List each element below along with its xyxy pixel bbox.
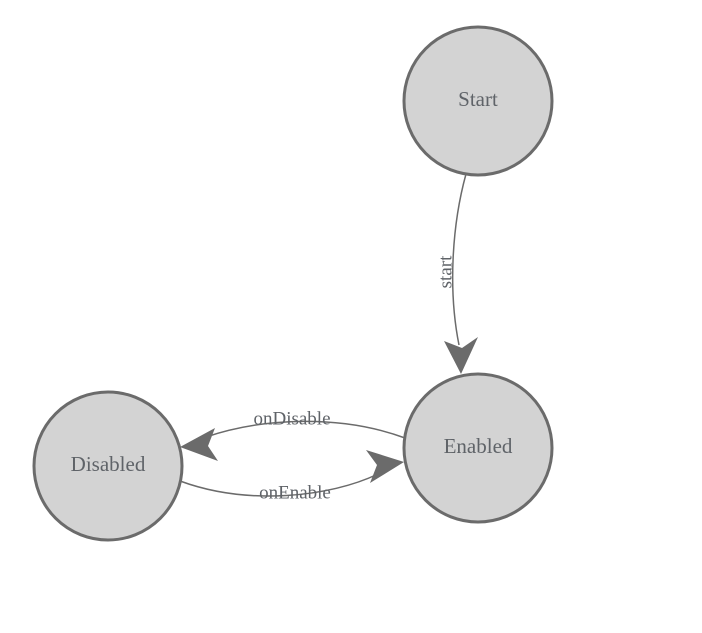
edge-label-on-disable: onDisable: [253, 408, 330, 429]
node-enabled-label: Enabled: [444, 434, 513, 458]
node-start[interactable]: Start: [402, 25, 554, 177]
node-start-circle: [402, 25, 554, 177]
node-disabled[interactable]: Disabled: [32, 390, 184, 542]
edge-label-start: start: [435, 255, 456, 288]
edge-start-to-enabled[interactable]: [444, 173, 478, 374]
node-start-label: Start: [458, 87, 498, 111]
edge-disabled-to-enabled-path: [179, 473, 379, 497]
node-enabled[interactable]: Enabled: [402, 372, 554, 524]
edge-enabled-to-disabled[interactable]: [180, 420, 406, 461]
edge-label-on-enable: onEnable: [259, 482, 331, 503]
node-disabled-label: Disabled: [71, 452, 146, 476]
arrowhead-into-enabled-from-start: [444, 337, 478, 374]
edge-disabled-to-enabled[interactable]: [179, 450, 404, 497]
node-enabled-circle: [402, 372, 554, 524]
edge-start-to-enabled-path: [451, 173, 467, 346]
edge-enabled-to-disabled-path: [205, 420, 406, 439]
arrowhead-into-disabled: [180, 428, 218, 461]
node-disabled-circle: [32, 390, 184, 542]
arrowhead-into-enabled-from-disabled: [366, 450, 404, 483]
